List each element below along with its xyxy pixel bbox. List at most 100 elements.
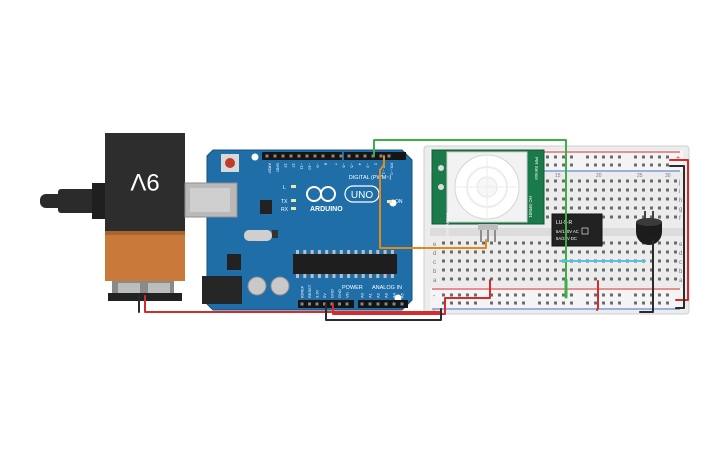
header-pin[interactable] [360,302,364,306]
header-pin[interactable] [392,302,396,306]
header-pin[interactable] [308,302,311,306]
analog-header [358,300,408,308]
rail-hole [602,301,605,305]
breadboard-hole [450,241,453,245]
breadboard-hole [594,188,597,192]
breadboard-hole [586,206,589,210]
rail-hole [522,301,525,305]
breadboard-hole [626,197,629,201]
breadboard-hole [674,215,677,219]
breadboard-hole [602,241,605,245]
header-pin[interactable] [376,302,380,306]
breadboard-hole [442,259,445,263]
breadboard-hole [522,277,525,281]
header-pin[interactable] [368,302,372,306]
wire-orange-pir[interactable] [379,155,487,249]
header-pin[interactable] [315,302,319,306]
wire-buzzer-black[interactable] [639,239,654,313]
rail-hole [610,301,613,305]
pir-sensor[interactable]: PARALLAX PIR Sensor HC-SR501 [431,149,545,242]
header-pin[interactable] [297,154,301,158]
breadboard-hole [658,215,661,219]
wire-relay-red[interactable] [596,280,599,311]
breadboard-hole [642,179,645,183]
power-pin-label: GND [330,289,335,298]
header-pin[interactable] [355,154,359,158]
rail-hole [562,163,565,167]
row-letter: h [679,198,682,204]
chip-pin [325,250,329,254]
breadboard-hole [602,268,605,272]
battery-9v[interactable]: 9V [40,133,185,301]
breadboard-hole [594,250,597,254]
header-pin[interactable] [300,302,304,306]
header-pin[interactable] [305,154,309,158]
header-pin[interactable] [338,302,341,306]
breadboard-hole [626,206,629,210]
header-pin[interactable] [347,154,351,158]
breadboard-hole [610,188,613,192]
breadboard-hole [546,259,549,263]
rail-hole [498,293,501,297]
breadboard-hole [618,241,621,245]
breadboard-hole [642,188,645,192]
relay[interactable]: LU-5-R 5A/120V AC 5A/24V DC [551,213,603,247]
digital-pin-label: 8 [324,163,329,166]
header-pin[interactable] [331,154,335,158]
rail-hole [546,301,549,305]
reset-button[interactable] [225,158,235,168]
header-pin[interactable] [384,302,388,306]
header-pin[interactable] [363,154,367,158]
breadboard-hole [618,250,621,254]
row-letter: i [679,189,680,195]
breadboard-hole [658,206,661,210]
row-letter: c [679,260,682,266]
header-pin[interactable] [321,154,325,158]
wire-red-5v[interactable] [332,279,491,315]
header-pin[interactable] [323,302,326,306]
rail-hole [498,301,501,305]
buzzer-top [636,218,662,226]
header-pin[interactable] [281,154,285,158]
pir-pins [478,224,498,230]
buzzer[interactable] [636,211,662,245]
wire-rail-red[interactable] [669,159,689,301]
digital-pin-label: RX←0 [390,163,395,176]
breadboard-hole [650,277,653,281]
rail-hole [570,163,573,167]
header-pin[interactable] [379,154,383,158]
breadboard-hole [650,215,653,219]
breadboard-hole [458,268,461,272]
power-pin-label: IOREF [300,285,305,298]
wire-battery-positive[interactable] [144,295,441,313]
header-pin[interactable] [387,154,391,158]
power-jack [202,276,242,304]
header-pin[interactable] [273,154,277,158]
pir-side-text: HC-SR501 [528,196,533,218]
wire-green-relay[interactable] [373,139,567,298]
breadboard-hole [562,197,565,201]
pir-pin [494,230,496,242]
header-pin[interactable] [339,154,343,158]
header-pin[interactable] [265,154,269,158]
header-pin[interactable] [313,154,317,158]
row-letter: f [679,216,681,222]
wire-rail-black[interactable] [669,165,685,309]
header-pin[interactable] [289,154,293,158]
digital-pin-label: 7 [334,163,339,166]
rail-hole [634,301,637,305]
breadboard-hole [626,250,629,254]
breadboard-hole [490,268,493,272]
relay-symbol [581,227,589,235]
header-pin[interactable] [400,302,404,306]
rail-hole [594,163,597,167]
wire-black-gnd[interactable] [325,303,442,321]
breadboard-hole [538,259,541,263]
digital-pin-label: ~3 [366,163,371,168]
row-letter: j [678,180,680,186]
rail-hole [562,301,565,305]
header-pin[interactable] [345,302,349,306]
breadboard-hole [482,277,485,281]
